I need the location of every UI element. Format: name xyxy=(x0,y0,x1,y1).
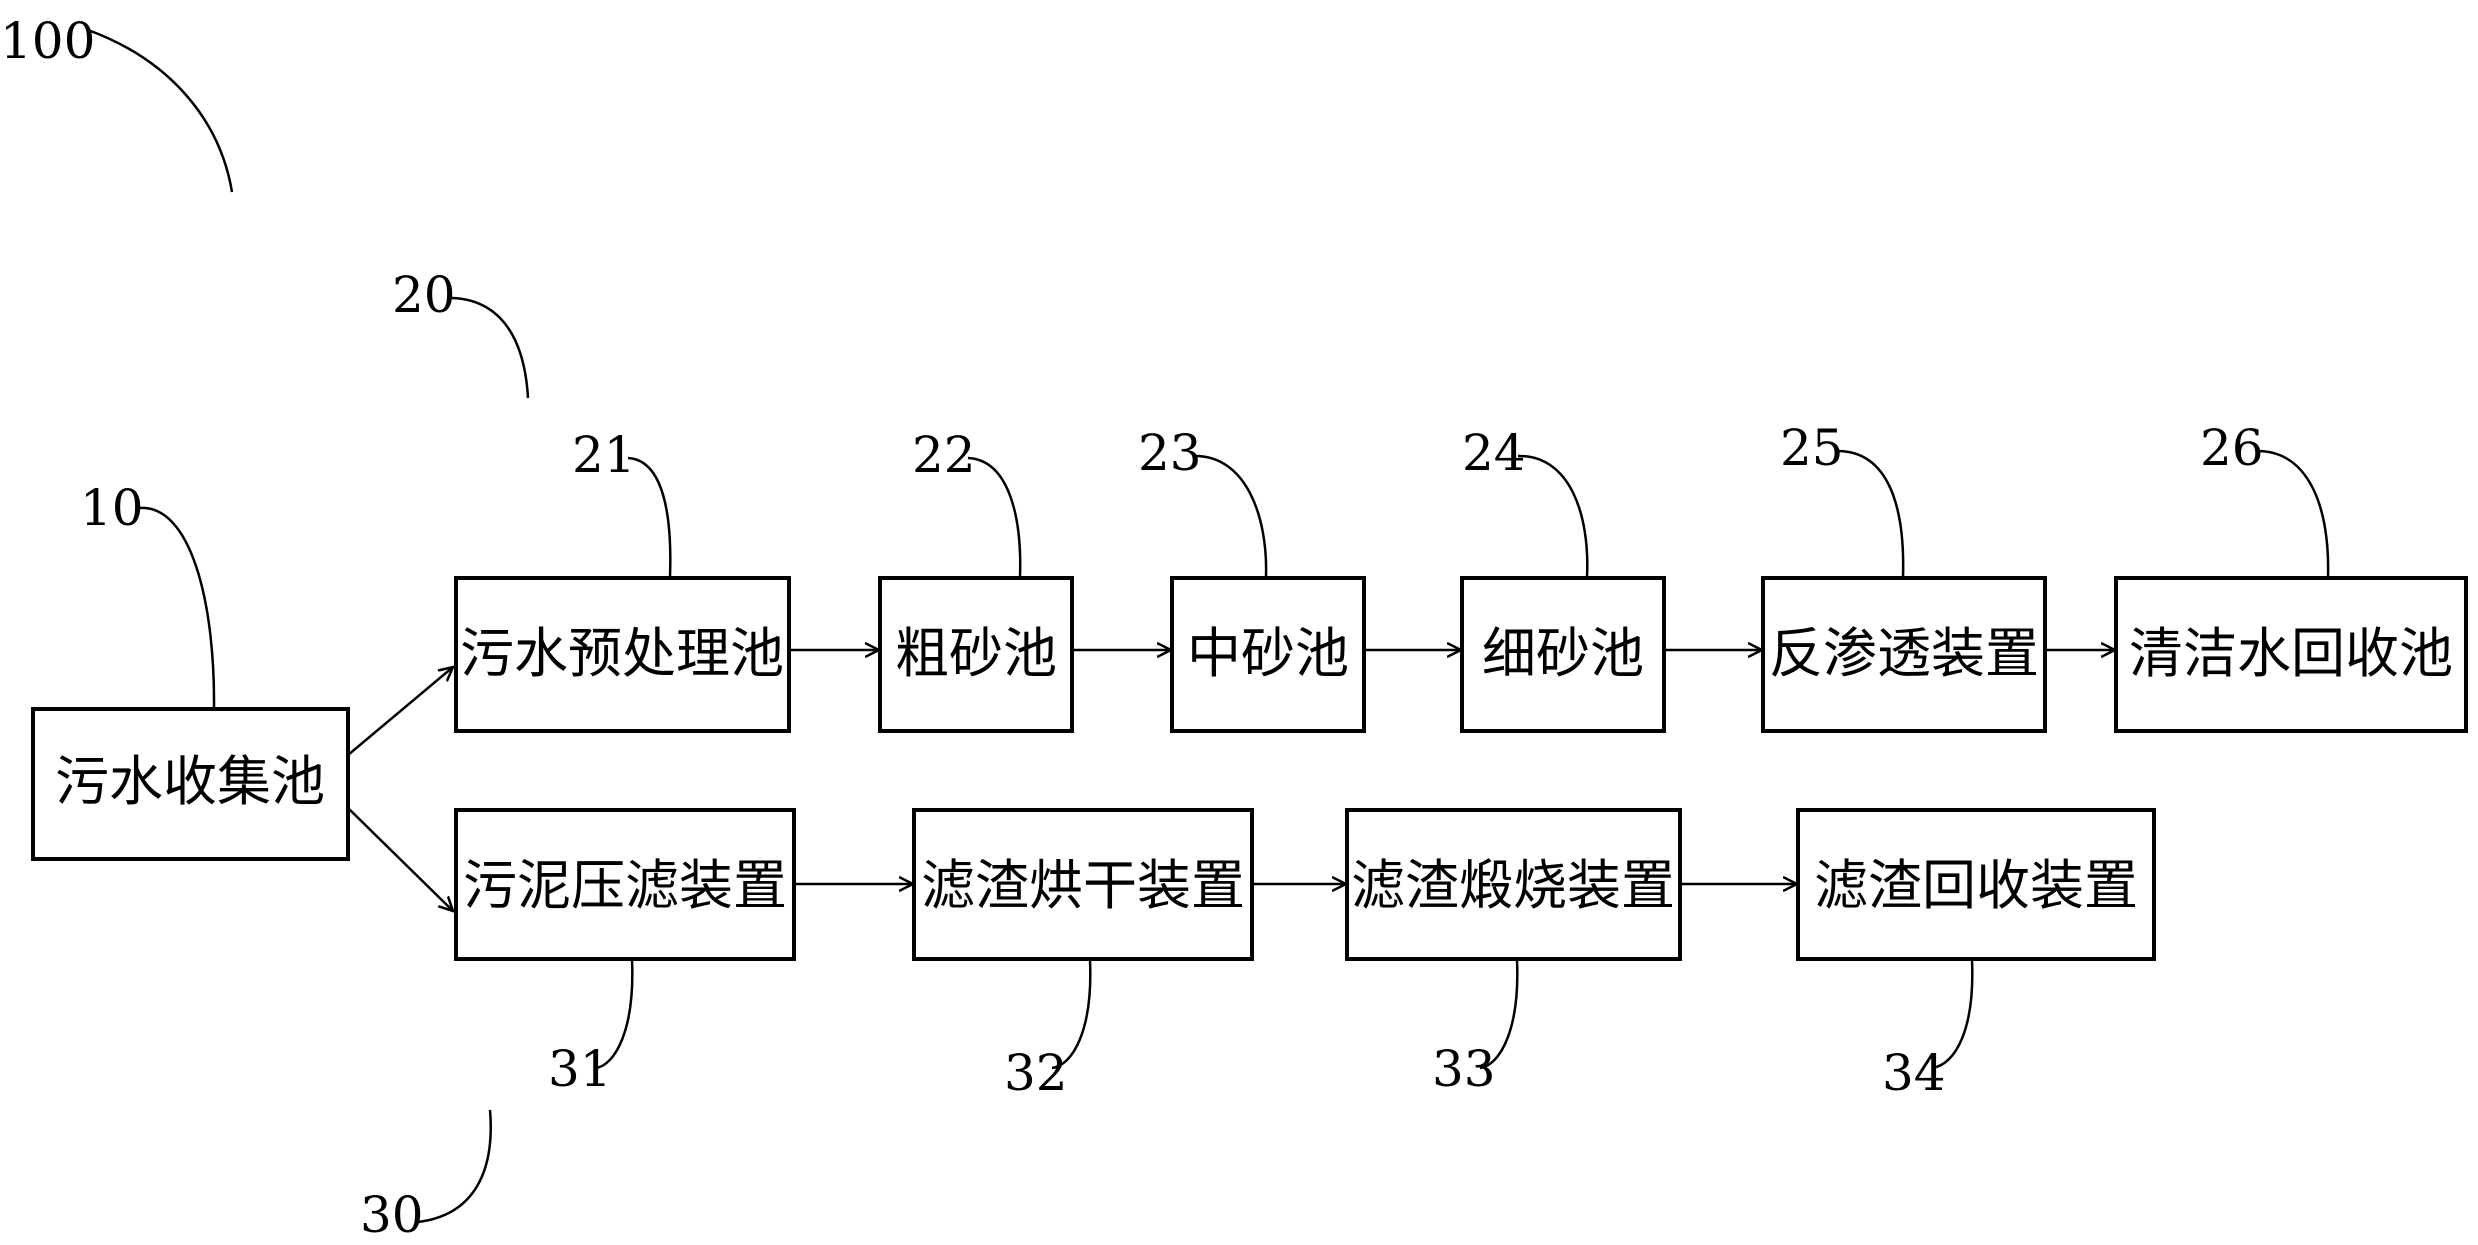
sewage-collection-tank-box xyxy=(31,707,350,861)
unit-33-ref-label: 33 xyxy=(1432,1040,1496,1098)
system-ref-label: 100 xyxy=(0,12,95,70)
unit-22-coarse-sand-tank: 粗砂池 xyxy=(878,576,1074,733)
unit-24-box xyxy=(1460,576,1666,733)
unit-25-label: 反渗透装置 xyxy=(1769,622,2039,685)
unit-33-ref-leader xyxy=(1479,959,1519,1070)
unit-21-ref-label: 21 xyxy=(572,426,636,484)
unit-25-reverse-osmosis-device: 反渗透装置 xyxy=(1761,576,2047,733)
unit-24-ref-leader xyxy=(1517,454,1589,578)
unit-21-label: 污水预处理池 xyxy=(460,622,784,685)
unit-31-ref-leader xyxy=(595,959,634,1070)
unit-26-box xyxy=(2114,576,2468,733)
unit-23-box xyxy=(1170,576,1366,733)
unit-33-label: 滤渣煅烧装置 xyxy=(1351,854,1675,917)
water-group-ref-leader xyxy=(451,296,530,399)
branch-arrow-sludge xyxy=(347,807,453,911)
unit-21-ref-leader xyxy=(627,456,672,578)
unit-24-fine-sand-tank: 细砂池 xyxy=(1460,576,1666,733)
branch-arrow-water xyxy=(347,667,453,756)
collection-ref-leader xyxy=(139,506,216,709)
unit-31-ref-label: 31 xyxy=(548,1040,612,1098)
collection-ref-label: 10 xyxy=(80,479,144,537)
unit-34-box xyxy=(1796,808,2156,961)
unit-26-label: 清洁水回收池 xyxy=(2129,622,2453,685)
unit-24-label: 细砂池 xyxy=(1482,622,1644,685)
unit-34-ref-label: 34 xyxy=(1882,1044,1946,1102)
unit-23-label: 中砂池 xyxy=(1187,622,1349,685)
unit-23-medium-sand-tank: 中砂池 xyxy=(1170,576,1366,733)
sludge-group-ref-label: 30 xyxy=(360,1186,424,1244)
unit-32-label: 滤渣烘干装置 xyxy=(921,854,1245,917)
unit-22-ref-leader xyxy=(967,456,1022,578)
unit-34-label: 滤渣回收装置 xyxy=(1814,854,2138,917)
system-ref-leader xyxy=(87,28,234,193)
unit-32-ref-label: 32 xyxy=(1004,1044,1068,1102)
unit-33-residue-calcining-device: 滤渣煅烧装置 xyxy=(1345,808,1682,961)
unit-26-ref-leader xyxy=(2255,449,2330,578)
unit-33-box xyxy=(1345,808,1682,961)
unit-31-box xyxy=(454,808,796,961)
unit-22-box xyxy=(878,576,1074,733)
unit-24-ref-label: 24 xyxy=(1462,424,1526,482)
unit-26-clean-water-recovery-tank: 清洁水回收池 xyxy=(2114,576,2468,733)
unit-22-ref-label: 22 xyxy=(912,426,976,484)
unit-32-box xyxy=(912,808,1254,961)
unit-21-pretreatment-tank: 污水预处理池 xyxy=(454,576,791,733)
unit-31-label: 污泥压滤装置 xyxy=(463,854,787,917)
unit-25-ref-label: 25 xyxy=(1780,419,1844,477)
unit-34-ref-leader xyxy=(1931,959,1974,1070)
unit-31-sludge-filter-press: 污泥压滤装置 xyxy=(454,808,796,961)
unit-23-ref-leader xyxy=(1193,454,1268,578)
unit-26-ref-label: 26 xyxy=(2200,419,2264,477)
unit-21-box xyxy=(454,576,791,733)
sludge-group-ref-leader xyxy=(417,1109,492,1224)
unit-23-ref-label: 23 xyxy=(1138,424,1202,482)
unit-22-label: 粗砂池 xyxy=(895,622,1057,685)
water-group-ref-label: 20 xyxy=(392,266,456,324)
unit-25-ref-leader xyxy=(1835,449,1905,578)
unit-32-ref-leader xyxy=(1051,959,1092,1070)
unit-34-residue-recovery-device: 滤渣回收装置 xyxy=(1796,808,2156,961)
unit-32-residue-drying-device: 滤渣烘干装置 xyxy=(912,808,1254,961)
sewage-collection-tank-label: 污水收集池 xyxy=(55,750,325,813)
